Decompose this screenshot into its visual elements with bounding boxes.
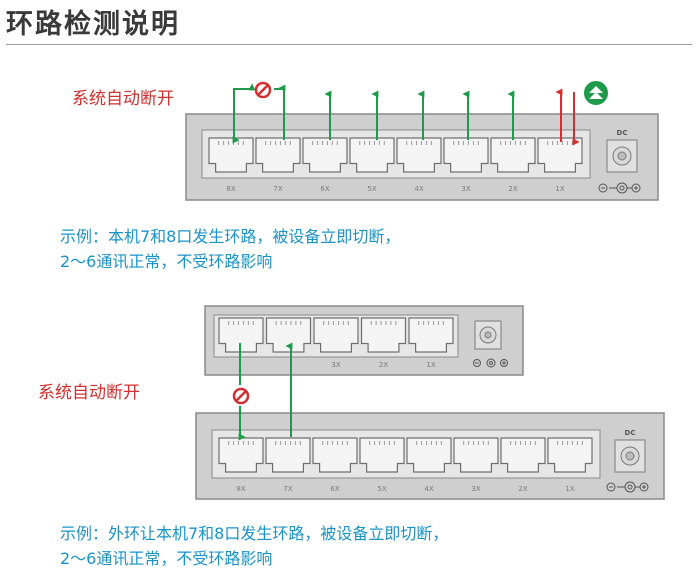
power-polarity-icon [606,481,649,493]
ethernet-port [453,437,499,473]
port-label: 2X [508,185,517,193]
page-title: 环路检测说明 [6,9,180,40]
port-label: 4X [424,485,433,493]
diagram2-caption-line1: 示例：外环让本机7和8口发生环路，被设备立即切断， [60,524,449,543]
ethernet-port [349,137,395,173]
port-label: 5X [367,185,376,193]
dc-label: DC [617,129,628,137]
ethernet-port [265,437,311,473]
ethernet-port [490,137,536,173]
ethernet-port [360,317,407,353]
diagram1-auto-disconnect-label: 系统自动断开 [72,89,174,109]
dc-label: DC [625,429,636,437]
port1-bidirectional-arrows [555,88,580,146]
ethernet-port [208,137,254,173]
port-label: 1X [426,361,435,369]
ethernet-port [500,437,546,473]
port-label: 1X [565,485,574,493]
ethernet-port [537,137,583,173]
ethernet-port [255,137,301,173]
ethernet-port [396,137,442,173]
port-label: 4X [414,185,423,193]
port-label: 3X [461,185,470,193]
switch-2-bottom: 8X 7X 6X 5X 4X 3X 2X 1X DC [195,412,665,500]
ethernet-port [218,317,264,353]
port-label: 6X [320,185,329,193]
ethernet-port [406,437,452,473]
ethernet-port [313,317,359,353]
title-divider [6,44,692,45]
port-label: 8X [226,185,235,193]
port-label: 3X [331,361,340,369]
diagram1-caption-line1: 示例：本机7和8口发生环路，被设备立即切断， [60,227,401,246]
no-entry-icon [254,81,272,99]
switch-2-top: 3X 2X 1X [204,305,524,376]
port-label: 7X [273,185,282,193]
diagram2-auto-disconnect-label: 系统自动断开 [38,383,140,403]
loop-connection-2 [238,342,293,441]
ethernet-port [408,317,454,353]
power-polarity-icon [598,182,641,194]
ethernet-port [443,137,489,173]
port-label: 5X [377,485,386,493]
ethernet-port [218,437,264,473]
diagram2-caption-line2: 2～6通讯正常，不受环路影响 [60,549,273,568]
port-label: 2X [518,485,527,493]
ethernet-port [265,317,312,353]
power-polarity-icon [473,358,508,368]
port-label: 6X [330,485,339,493]
ethernet-port [547,437,593,473]
up-arrows-badge-icon [584,81,608,105]
loop-connection-1 [232,83,286,144]
no-entry-icon [232,387,250,405]
port-label: 1X [555,185,564,193]
port-label: 7X [283,485,292,493]
ethernet-port [312,437,358,473]
ethernet-port [359,437,405,473]
ethernet-port [302,137,348,173]
port-label: 8X [236,485,245,493]
port-label: 3X [471,485,480,493]
port-uplink-arrows-1 [324,90,515,140]
port-label: 2X [379,361,388,369]
diagram1-caption-line2: 2～6通讯正常，不受环路影响 [60,252,273,271]
